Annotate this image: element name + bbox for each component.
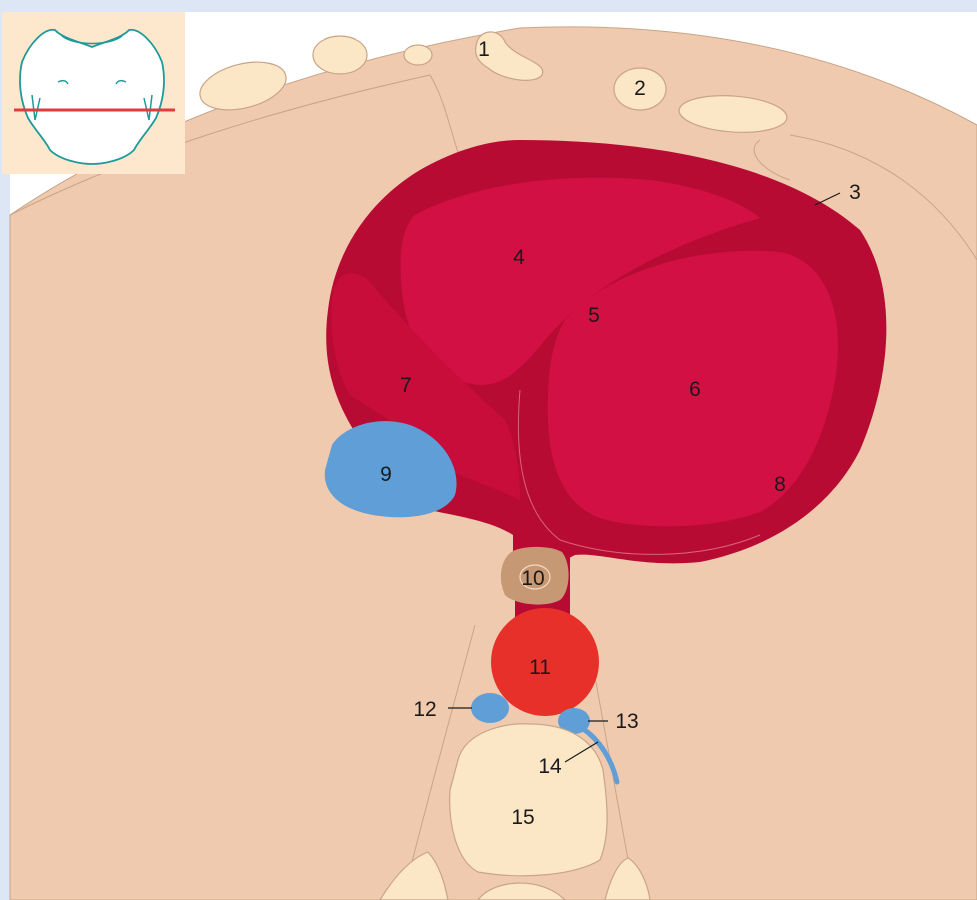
inset-orientation-diagram [2,12,185,174]
label-8: 8 [774,473,786,496]
vertebral-body [450,724,607,876]
label-7: 7 [400,374,412,397]
label-12: 12 [413,698,436,721]
label-5: 5 [588,304,600,327]
label-1: 1 [478,38,490,61]
label-14: 14 [538,755,562,778]
costal-cartilage [404,45,432,65]
label-6: 6 [689,378,701,401]
label-13: 13 [615,710,638,733]
top-border [0,0,977,12]
label-15: 15 [511,806,534,829]
azygos-vein [471,693,509,723]
label-2: 2 [634,77,646,100]
label-9: 9 [380,463,392,486]
label-10: 10 [521,567,544,590]
label-11: 11 [529,656,551,679]
label-3: 3 [849,181,861,204]
costal-cartilage [313,36,367,74]
label-4: 4 [513,246,525,269]
